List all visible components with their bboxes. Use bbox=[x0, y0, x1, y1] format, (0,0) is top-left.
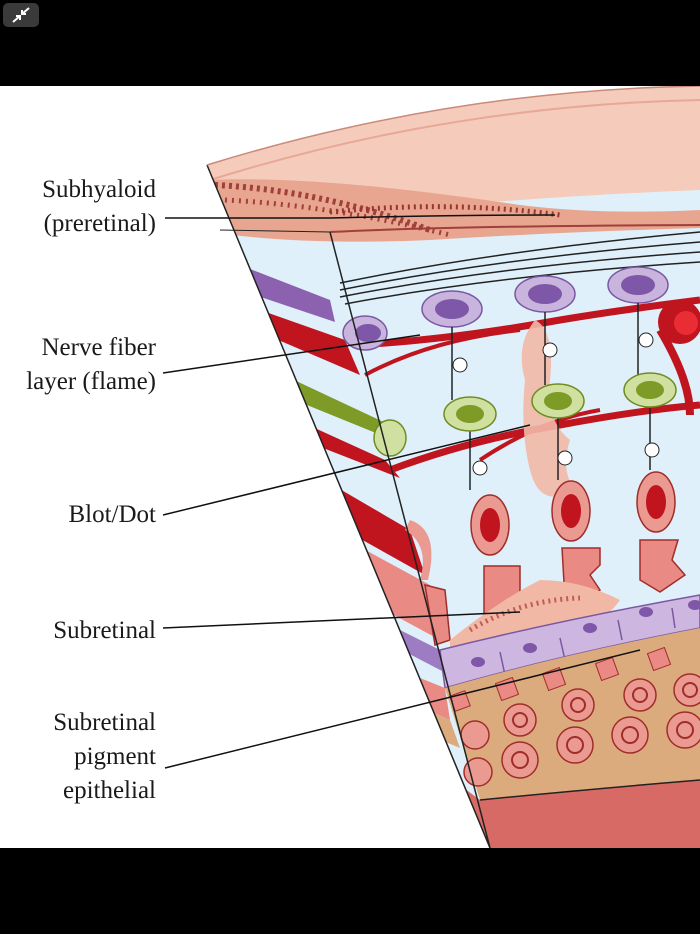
bottom-bar bbox=[0, 848, 700, 934]
leader-blot-dot bbox=[162, 424, 531, 516]
flame-vessel bbox=[354, 296, 700, 349]
leader-subhyaloid bbox=[165, 214, 556, 219]
retina-cross-section bbox=[162, 86, 700, 848]
label-subretinal: Subretinal bbox=[53, 614, 156, 648]
top-bar bbox=[0, 0, 700, 86]
subretinal-hemorrhage bbox=[450, 580, 620, 650]
label-nerve-line2: layer (flame) bbox=[26, 368, 156, 395]
exit-fullscreen-button[interactable] bbox=[3, 3, 39, 27]
label-blot-dot: Blot/Dot bbox=[68, 498, 156, 532]
leader-rpe bbox=[164, 649, 641, 769]
label-subretinal-line1: Subretinal bbox=[53, 617, 156, 644]
leader-nerve-fiber bbox=[162, 334, 421, 374]
label-subhyaloid-line2: (preretinal) bbox=[43, 210, 156, 237]
label-nerve-fiber: Nerve fiber layer (flame) bbox=[26, 331, 156, 399]
label-subhyaloid-line1: Subhyaloid bbox=[42, 176, 156, 203]
label-subretinal-pigment-epithelial: Subretinal pigment epithelial bbox=[53, 706, 156, 808]
collapse-arrows-icon bbox=[12, 7, 30, 23]
leader-subretinal bbox=[162, 611, 521, 629]
label-rpe-line2: pigment bbox=[74, 743, 156, 770]
sclera-layer bbox=[345, 700, 700, 848]
label-rpe-line3: epithelial bbox=[62, 777, 156, 804]
label-rpe-line1: Subretinal bbox=[53, 709, 156, 736]
diagram-stage: Subhyaloid (preretinal) Nerve fiber laye… bbox=[0, 86, 700, 848]
label-blot-line1: Blot/Dot bbox=[68, 501, 156, 528]
label-nerve-line1: Nerve fiber bbox=[41, 334, 156, 361]
label-subhyaloid: Subhyaloid (preretinal) bbox=[42, 173, 156, 241]
